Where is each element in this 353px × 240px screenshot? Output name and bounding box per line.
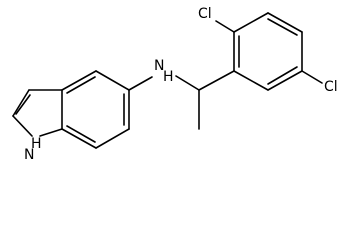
bond-c7a-n1 (39, 128, 63, 137)
bond-nh-ch (175, 75, 200, 91)
bond-r6-r1 (233, 70, 269, 91)
indole-pyrrole-ring (12, 89, 63, 137)
amine-h-label: H (163, 69, 174, 85)
bond-r5-r6 (267, 70, 303, 91)
indole-benzene-ring (61, 70, 130, 149)
bond-ch-aryl (198, 70, 235, 91)
bond-r2-r3 (233, 12, 269, 33)
bond-c3a-c4 (61, 70, 97, 91)
bond-r5-cl (301, 70, 323, 84)
bond-c7-c7a (61, 128, 97, 149)
bond-c6-c7 (95, 128, 130, 149)
bond-c4-c5 (95, 70, 130, 91)
indole-n-label: N (24, 147, 34, 159)
bond-r3-r4-double (267, 18, 298, 36)
amine-linker (128, 70, 235, 130)
bond-r3-r4 (267, 12, 303, 33)
bond-c5-nh (128, 76, 153, 91)
bond-c2-c3-double (15, 94, 31, 115)
structure-diagram: Cl Cl N H H N (12, 6, 338, 159)
indole-h-label: H (31, 136, 42, 152)
bond-c2-c3 (12, 89, 30, 117)
molecule-svg: Cl Cl N H H N (12, 6, 338, 159)
bond-c3a-c4-double (66, 76, 96, 94)
dichlorophenyl-ring (233, 12, 303, 91)
amine-n-label: N (154, 58, 164, 74)
bond-c7-c7a-double (66, 125, 96, 143)
chlorine-label-top: Cl (198, 6, 212, 22)
bond-r2-cl (215, 20, 235, 33)
bond-n1-c2 (12, 115, 33, 137)
bond-r5-r6-double (267, 66, 298, 85)
chlorine-label-right: Cl (324, 79, 338, 95)
